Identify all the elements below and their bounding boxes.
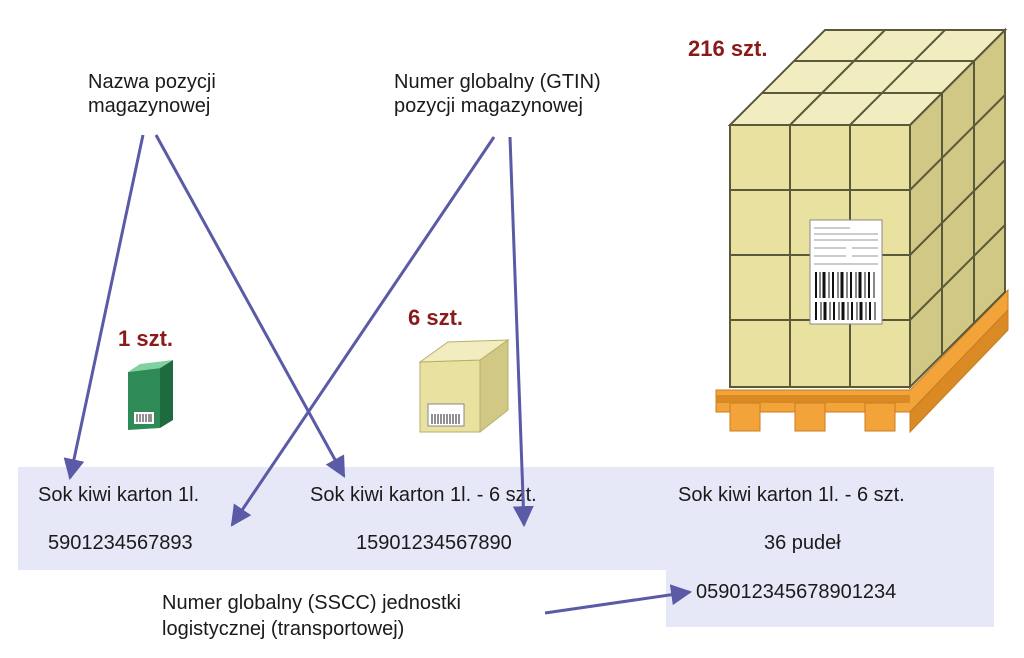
logistic-label-icon (809, 219, 883, 325)
single-carton-icon (128, 360, 173, 430)
pallet-icon (715, 27, 1009, 434)
box-icon (418, 339, 510, 434)
arrow-sscc-to-col3 (544, 584, 693, 615)
col2-gtin: 15901234567890 (356, 532, 512, 554)
arrow-gtin-to-col1 (230, 136, 496, 527)
col1-gtin: 5901234567893 (48, 532, 193, 554)
col3-count: 36 pudeł (764, 532, 841, 554)
sscc-label: Numer globalny (SSCC) jednostki logistyc… (162, 592, 462, 640)
qty-single: 1 szt. (118, 326, 174, 351)
arrows (63, 134, 693, 615)
arrow-name-to-col2 (154, 134, 346, 478)
arrow-name-to-col1 (63, 134, 145, 481)
qty-box: 6 szt. (408, 305, 464, 330)
col3-name: Sok kiwi karton 1l. - 6 szt. (678, 484, 905, 506)
gtin-label: Numer globalny (GTIN) pozycji magazynowe… (394, 71, 601, 117)
info-band-extension (666, 565, 994, 627)
col3-sscc: 059012345678901234 (696, 581, 897, 603)
col2-name: Sok kiwi karton 1l. - 6 szt. (310, 484, 537, 506)
item-name-label: Nazwa pozycji magazynowej (88, 71, 216, 117)
info-band (18, 467, 994, 570)
arrow-gtin-to-col2 (508, 136, 534, 528)
barcode-icon (815, 272, 876, 320)
qty-pallet: 216 szt. (688, 36, 768, 61)
col1-name: Sok kiwi karton 1l. (38, 484, 200, 506)
